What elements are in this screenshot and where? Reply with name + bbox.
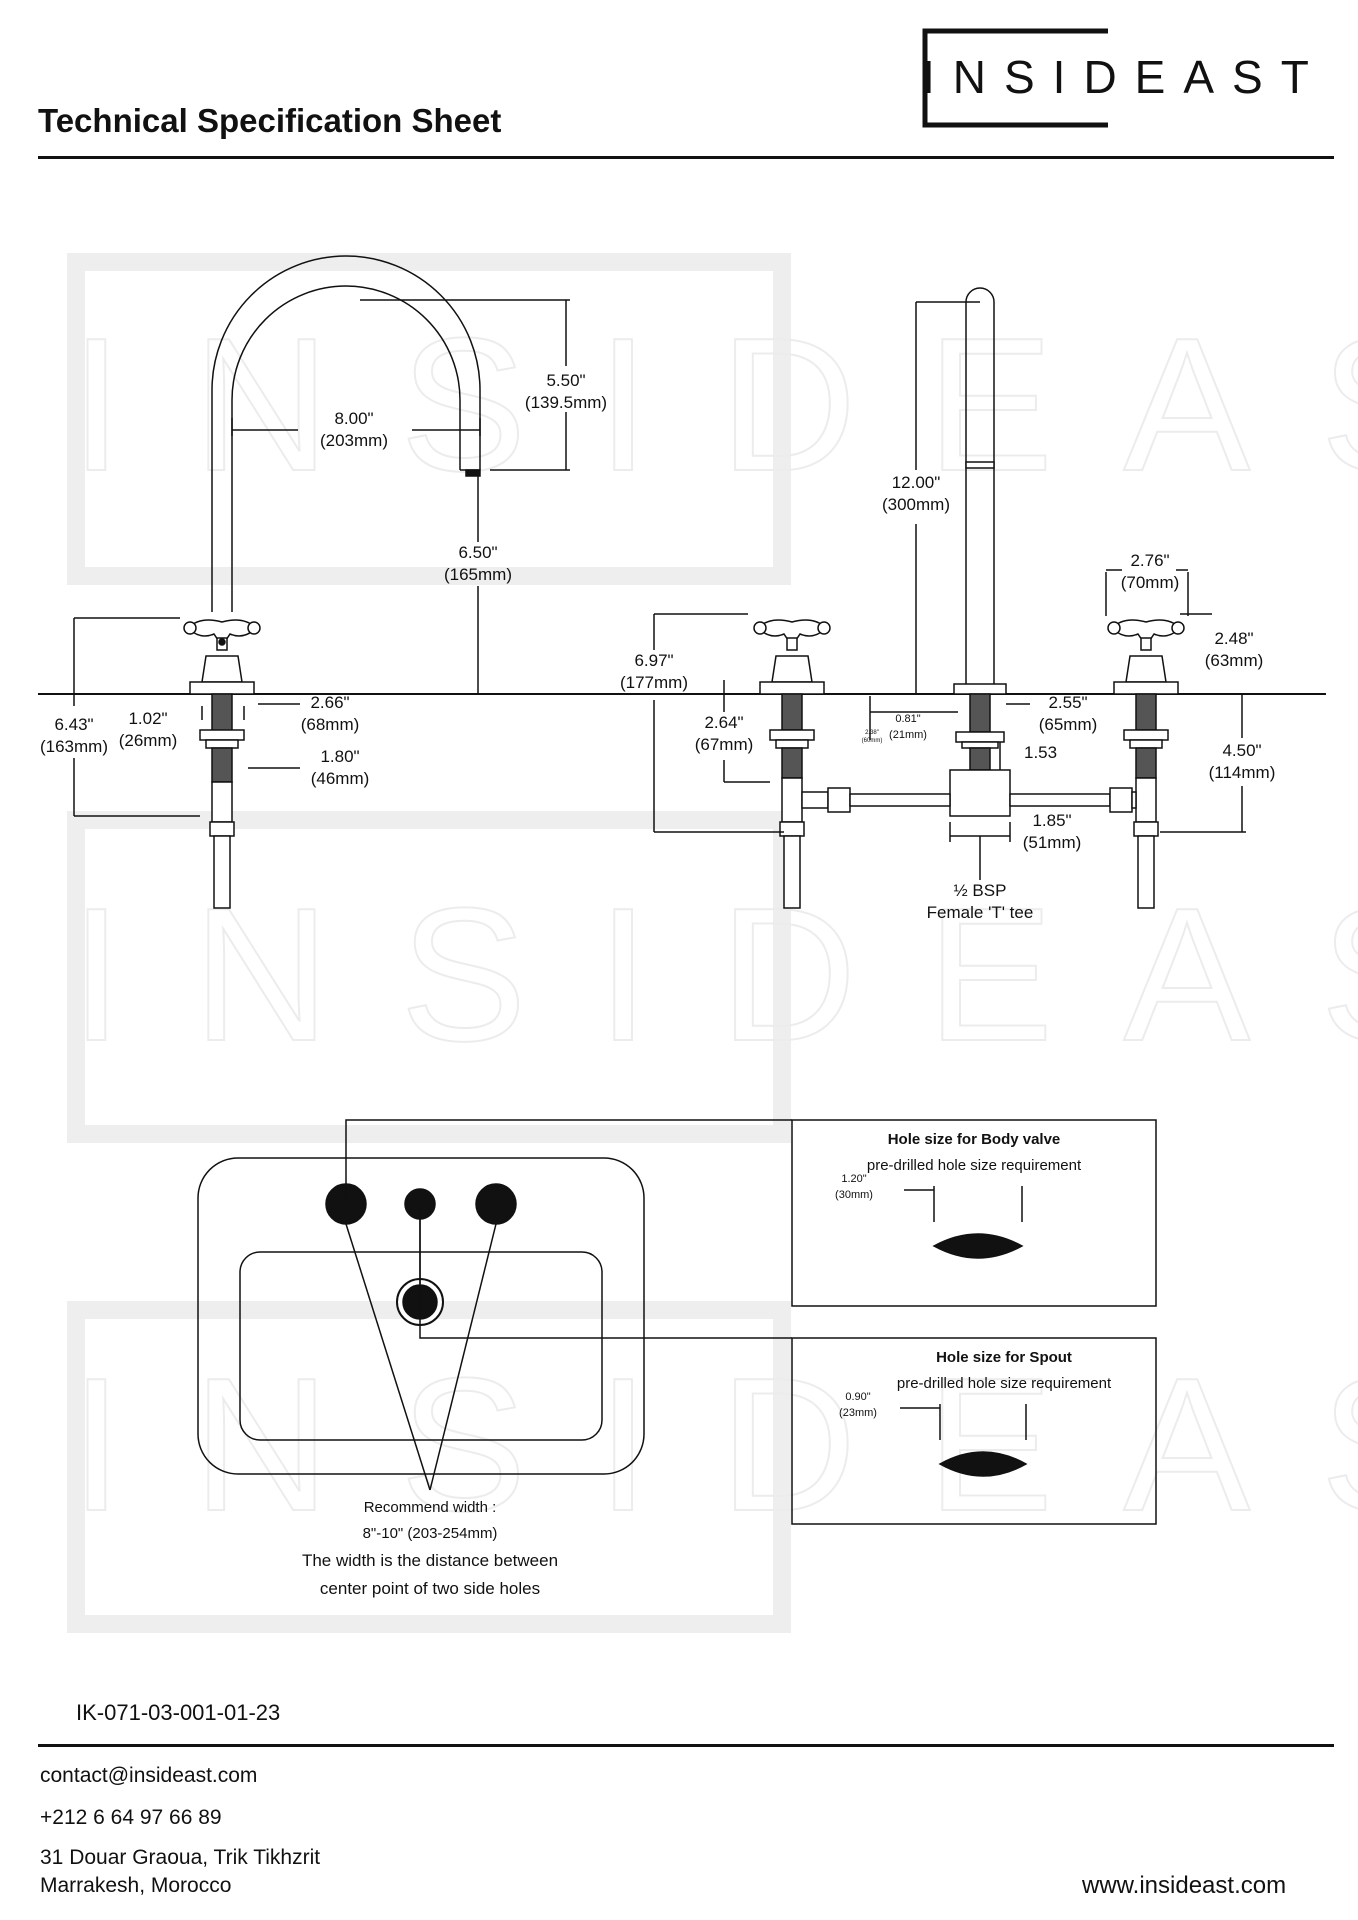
body-valve-size-mm: (30mm) <box>835 1189 873 1201</box>
page-title: Technical Specification Sheet <box>38 102 502 139</box>
dim-handle-width: 2.76" <box>1130 551 1169 570</box>
body-valve-box <box>791 1119 1157 1307</box>
left-elevation <box>73 255 570 909</box>
dim-below-deck-mm: (114mm) <box>1209 763 1276 782</box>
dim-spout-shank-mm: (21mm) <box>889 729 927 741</box>
address-line-1: 31 Douar Graoua, Trik Tikhzrit <box>40 1846 321 1869</box>
dim-tee-width-mm: (51mm) <box>1023 833 1082 852</box>
dim-spout-height-mm: (300mm) <box>882 495 950 514</box>
spout-title: Hole size for Spout <box>936 1349 1072 1366</box>
watermark: INSIDEAST INSIDEAST INSIDEAST <box>67 253 1358 1633</box>
dim-tee-offset: 1.53 <box>1024 743 1057 762</box>
contact-phone: +212 6 64 97 66 89 <box>40 1806 222 1829</box>
dim-handle-rise-mm: (63mm) <box>1205 651 1264 670</box>
brand-logo: INSIDEAST <box>922 51 1327 103</box>
dim-tee-width: 1.85" <box>1032 811 1071 830</box>
dim-nut: 1.80" <box>320 747 359 766</box>
dim-spout-height: 12.00" <box>892 473 941 492</box>
width-note-2: center point of two side holes <box>320 1579 540 1598</box>
dim-below-deck: 4.50" <box>1222 741 1261 760</box>
dim-spout-drop-mm: (139.5mm) <box>525 393 607 412</box>
tee-label-1: ½ BSP <box>954 881 1007 900</box>
dim-valve-shank-mm: (67mm) <box>695 735 754 754</box>
dim-shank-mm: (26mm) <box>119 731 178 750</box>
tee-label-2: Female 'T' tee <box>927 903 1034 922</box>
dim-valve-height: 6.97" <box>634 651 673 670</box>
dim-flange: 2.66" <box>310 693 349 712</box>
dim-handle-height-mm: (163mm) <box>40 737 108 756</box>
dim-spout-flange-mm: (65mm) <box>1039 715 1098 734</box>
dim-handle-width-mm: (70mm) <box>1121 573 1180 592</box>
recommend-label: Recommend width : <box>364 1499 497 1516</box>
dim-spout-flange: 2.55" <box>1048 693 1087 712</box>
dim-spout-clearance-mm: (165mm) <box>444 565 512 584</box>
footer-rule <box>38 1744 1334 1747</box>
recommend-value: 8"-10" (203-254mm) <box>363 1525 498 1542</box>
dim-spout-clearance: 6.50" <box>458 543 497 562</box>
width-note-1: The width is the distance between <box>302 1551 558 1570</box>
watermark-text-2: INSIDEAST <box>70 869 1358 1081</box>
dim-spout-reach: 8.00" <box>334 409 373 428</box>
body-valve-size: 1.20" <box>841 1173 866 1185</box>
dim-spout-shank: 0.81" <box>895 713 920 725</box>
technical-diagram: INSIDEAST INSIDEAST INSIDEAST <box>38 253 1358 1633</box>
spout-size: 0.90" <box>845 1391 870 1403</box>
basin-outline <box>197 1157 645 1475</box>
website-link[interactable]: www.insideast.com <box>1082 1872 1287 1899</box>
watermark-text-1: INSIDEAST <box>70 299 1358 511</box>
spout-box <box>791 1337 1157 1525</box>
dim-shank: 1.02" <box>128 709 167 728</box>
dim-handle-rise: 2.48" <box>1214 629 1253 648</box>
contact-email[interactable]: contact@insideast.com <box>40 1764 258 1787</box>
hole-right <box>475 1183 517 1225</box>
dim-valve-shank: 2.64" <box>704 713 743 732</box>
dim-nut-mm: (46mm) <box>311 769 370 788</box>
watermark-text-3: INSIDEAST <box>70 1339 1358 1551</box>
dim-handle-height: 6.43" <box>54 715 93 734</box>
product-code: IK-071-03-001-01-23 <box>76 1700 281 1725</box>
plan-view <box>197 1119 1157 1525</box>
dim-tiny-note: 2.38" <box>865 730 879 736</box>
dim-spout-reach-mm: (203mm) <box>320 431 388 450</box>
right-elevation <box>653 287 1246 909</box>
dim-flange-mm: (68mm) <box>301 715 360 734</box>
address-line-2: Marrakesh, Morocco <box>40 1874 232 1897</box>
dim-spout-drop: 5.50" <box>546 371 585 390</box>
dim-tiny-note-mm: (60mm) <box>862 738 883 744</box>
spout-subtitle: pre-drilled hole size requirement <box>897 1375 1112 1392</box>
logo-bracket <box>922 28 1108 128</box>
body-valve-subtitle: pre-drilled hole size requirement <box>867 1157 1082 1174</box>
body-valve-title: Hole size for Body valve <box>888 1131 1061 1148</box>
spout-size-mm: (23mm) <box>839 1407 877 1419</box>
header-rule <box>38 156 1334 159</box>
basin-bowl <box>239 1251 603 1441</box>
dim-valve-height-mm: (177mm) <box>620 673 688 692</box>
